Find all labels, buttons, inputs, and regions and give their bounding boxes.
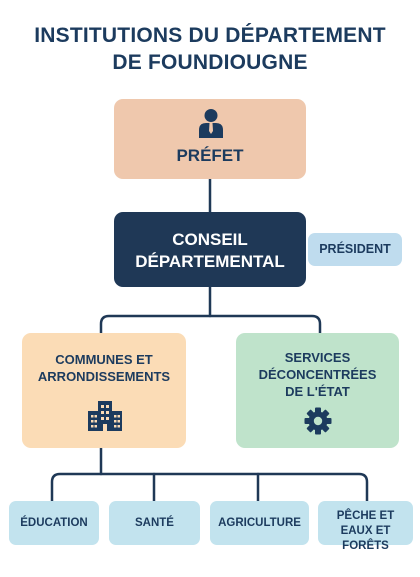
communes-node: COMMUNES ET ARRONDISSEMENTS	[22, 333, 186, 448]
president-node: PRÉSIDENT	[308, 233, 402, 266]
services-label-line-2: DÉCONCENTRÉES	[258, 367, 377, 382]
buildings-icon	[87, 401, 123, 431]
sante-label: SANTÉ	[135, 517, 174, 529]
education-node: ÉDUCATION	[9, 501, 99, 545]
services-label: SERVICES DÉCONCENTRÉES DE L'ÉTAT	[236, 349, 399, 400]
communes-label-line-2: ARRONDISSEMENTS	[37, 369, 171, 384]
president-label: PRÉSIDENT	[319, 242, 391, 256]
peche-label-line-1: PÊCHE ET	[336, 510, 395, 522]
gear-icon	[304, 407, 332, 435]
services-label-line-3: DE L'ÉTAT	[285, 384, 350, 399]
peche-label: PÊCHE ET EAUX ET FORÊTS	[318, 509, 413, 554]
sante-node: SANTÉ	[109, 501, 200, 545]
person-icon	[198, 108, 224, 138]
prefet-label: PRÉFET	[176, 146, 244, 165]
title-line-2: DE FOUNDIOUGNE	[112, 51, 308, 74]
conseil-label-line-2: DÉPARTEMENTAL	[135, 252, 285, 271]
conseil-label-line-1: CONSEIL	[172, 230, 248, 249]
conseil-departemental-node: CONSEIL DÉPARTEMENTAL	[114, 212, 306, 287]
services-deconcentrees-node: SERVICES DÉCONCENTRÉES DE L'ÉTAT	[236, 333, 399, 448]
peche-eaux-forets-node: PÊCHE ET EAUX ET FORÊTS	[318, 501, 413, 552]
title-line-1: INSTITUTIONS DU DÉPARTEMENT	[34, 24, 386, 47]
services-label-line-1: SERVICES	[284, 350, 351, 365]
connector-conseil-branches	[99, 314, 322, 336]
communes-label-line-1: COMMUNES ET	[55, 352, 153, 367]
communes-label: COMMUNES ET ARRONDISSEMENTS	[22, 351, 186, 385]
agriculture-label: AGRICULTURE	[218, 517, 301, 529]
agriculture-node: AGRICULTURE	[210, 501, 309, 545]
connector-leaf-branches	[50, 472, 369, 503]
page-title: INSTITUTIONS DU DÉPARTEMENT DE FOUNDIOUG…	[0, 22, 420, 76]
conseil-label: CONSEIL DÉPARTEMENTAL	[114, 229, 306, 273]
education-label: ÉDUCATION	[20, 517, 88, 529]
peche-label-line-2: EAUX ET FORÊTS	[340, 525, 391, 552]
prefet-node: PRÉFET	[114, 99, 306, 179]
